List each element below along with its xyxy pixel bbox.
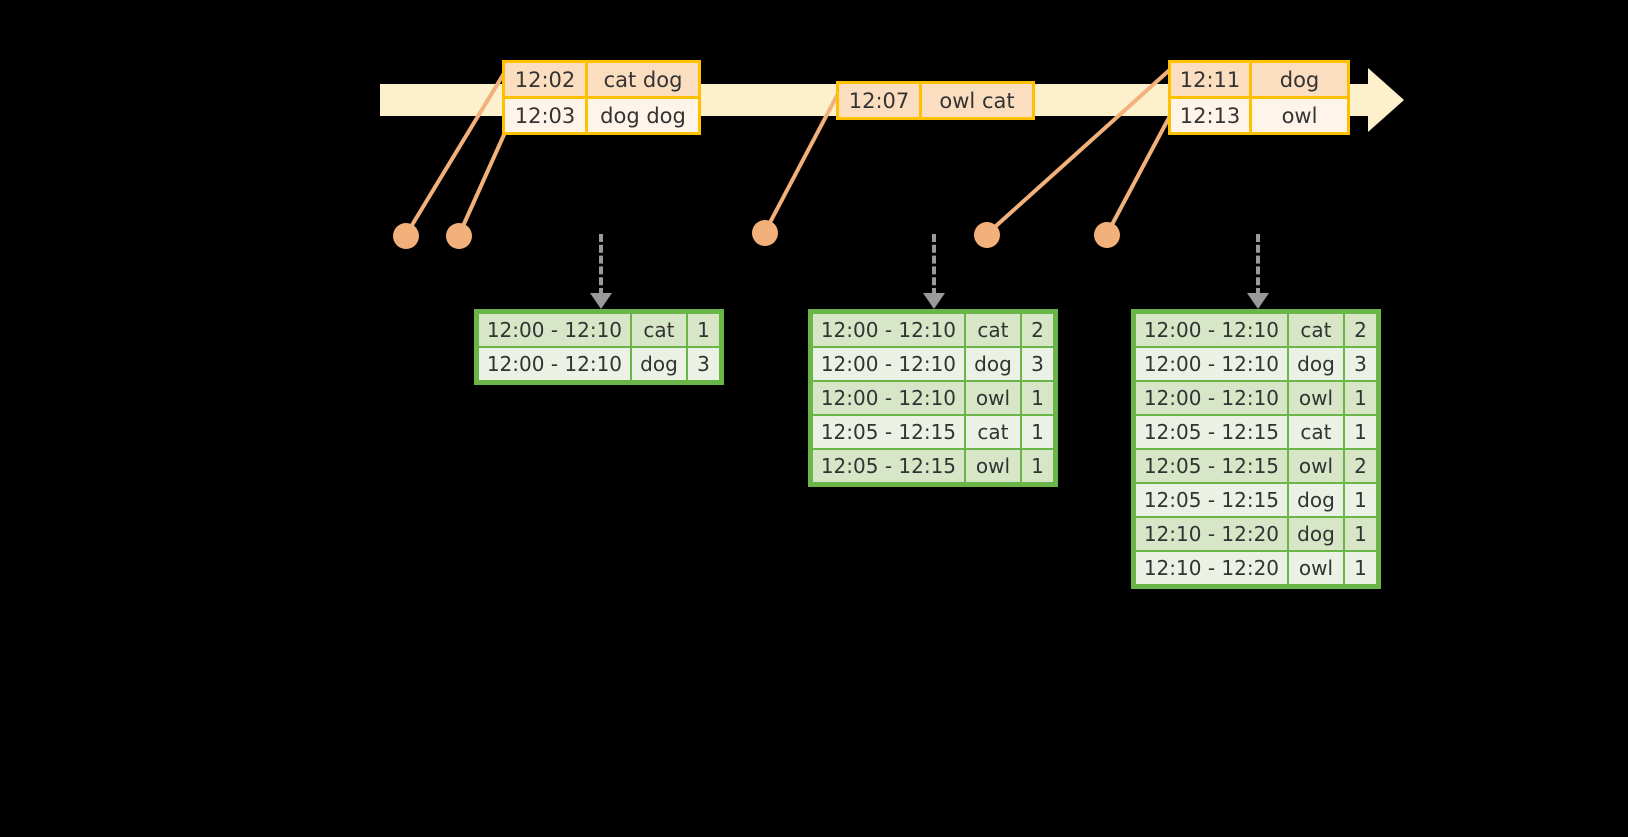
table-cell-count: 1	[688, 314, 719, 346]
event-time: 12:11	[1171, 63, 1252, 96]
connector-dot-1	[393, 223, 419, 249]
table-cell-count: 1	[1022, 416, 1053, 448]
table-cell-count: 1	[1345, 382, 1376, 414]
table-cell-count: 2	[1345, 450, 1376, 482]
table-cell-word: owl	[965, 450, 1021, 482]
event-group-3[interactable]: 12:11 dog 12:13 owl	[1168, 60, 1350, 135]
flow-arrow-head-2	[923, 293, 945, 309]
event-row[interactable]: 12:07 owl cat	[839, 84, 1032, 117]
table-cell-window: 12:05 - 12:15	[1136, 416, 1287, 448]
event-group-2[interactable]: 12:07 owl cat	[836, 81, 1035, 120]
table-cell-word: cat	[965, 416, 1021, 448]
event-payload: cat dog	[588, 63, 698, 96]
table-cell-word: owl	[1288, 450, 1344, 482]
table-cell-count: 1	[1345, 552, 1376, 584]
table-cell-window: 12:05 - 12:15	[813, 416, 964, 448]
event-payload: owl	[1252, 99, 1347, 132]
table-cell-count: 3	[1345, 348, 1376, 380]
table-cell-count: 1	[1022, 382, 1053, 414]
event-time: 12:07	[839, 84, 922, 117]
table-cell-window: 12:00 - 12:10	[479, 348, 630, 380]
table-cell-count: 1	[1345, 484, 1376, 516]
event-time: 12:02	[505, 63, 588, 96]
table-cell-window: 12:00 - 12:10	[1136, 382, 1287, 414]
flow-arrow-head-3	[1247, 293, 1269, 309]
connector-line-2	[457, 127, 509, 236]
timeline-arrowhead	[1368, 68, 1404, 132]
flow-arrow-head-1	[590, 293, 612, 309]
event-row[interactable]: 12:02 cat dog	[505, 63, 698, 96]
table-cell-count: 2	[1345, 314, 1376, 346]
table-cell-word: cat	[965, 314, 1021, 346]
table-cell-window: 12:05 - 12:15	[1136, 484, 1287, 516]
table-cell-count: 3	[1022, 348, 1053, 380]
table-cell-count: 1	[1022, 450, 1053, 482]
event-payload: owl cat	[922, 84, 1032, 117]
table-cell-word: dog	[1288, 484, 1344, 516]
table-cell-window: 12:10 - 12:20	[1136, 552, 1287, 584]
table-cell-word: dog	[1288, 348, 1344, 380]
event-group-1[interactable]: 12:02 cat dog 12:03 dog dog	[502, 60, 701, 135]
table-cell-word: cat	[1288, 416, 1344, 448]
flow-arrow-line-2	[932, 234, 936, 296]
flow-arrow-line-1	[599, 234, 603, 296]
table-cell-window: 12:00 - 12:10	[813, 382, 964, 414]
table-cell-count: 3	[688, 348, 719, 380]
connector-dot-3	[752, 220, 778, 246]
table-cell-count: 1	[1345, 518, 1376, 550]
table-cell-count: 2	[1022, 314, 1053, 346]
table-cell-word: owl	[1288, 382, 1344, 414]
event-row[interactable]: 12:11 dog	[1171, 63, 1347, 96]
table-cell-word: owl	[965, 382, 1021, 414]
table-cell-window: 12:00 - 12:10	[1136, 314, 1287, 346]
table-cell-window: 12:00 - 12:10	[479, 314, 630, 346]
table-cell-word: cat	[1288, 314, 1344, 346]
table-cell-window: 12:00 - 12:10	[1136, 348, 1287, 380]
table-cell-word: dog	[965, 348, 1021, 380]
table-cell-word: dog	[1288, 518, 1344, 550]
connector-dot-4	[974, 222, 1000, 248]
table-cell-word: owl	[1288, 552, 1344, 584]
event-payload: dog	[1252, 63, 1347, 96]
connector-dot-5	[1094, 222, 1120, 248]
table-cell-word: cat	[631, 314, 687, 346]
connector-line-5	[1105, 111, 1174, 235]
table-cell-window: 12:00 - 12:10	[813, 348, 964, 380]
table-cell-window: 12:10 - 12:20	[1136, 518, 1287, 550]
event-row[interactable]: 12:13 owl	[1171, 96, 1347, 132]
flow-arrow-line-3	[1256, 234, 1260, 296]
event-time: 12:13	[1171, 99, 1252, 132]
table-cell-window: 12:00 - 12:10	[813, 314, 964, 346]
table-cell-window: 12:05 - 12:15	[1136, 450, 1287, 482]
connector-dot-2	[446, 223, 472, 249]
event-row[interactable]: 12:03 dog dog	[505, 96, 698, 132]
table-cell-word: dog	[631, 348, 687, 380]
table-cell-window: 12:05 - 12:15	[813, 450, 964, 482]
event-payload: dog dog	[588, 99, 698, 132]
event-time: 12:03	[505, 99, 588, 132]
table-cell-count: 1	[1345, 416, 1376, 448]
